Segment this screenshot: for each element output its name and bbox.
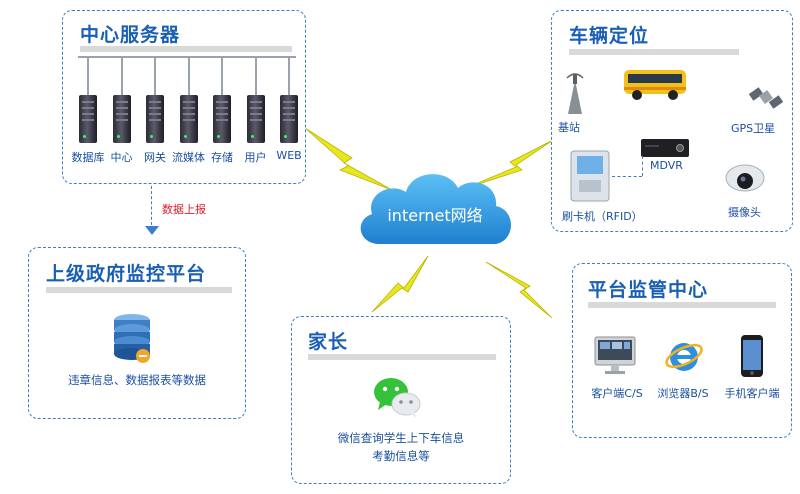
card-reader-icon <box>570 150 610 202</box>
mdvr-icon <box>641 139 689 157</box>
internet-cloud <box>360 174 511 244</box>
server-icon <box>246 95 265 143</box>
rack-post <box>288 57 290 95</box>
rack-post <box>120 57 123 95</box>
server-label: 中心 <box>110 151 133 164</box>
client-label: 浏览器B/S <box>657 387 709 400</box>
rack-post <box>221 57 223 95</box>
server-label: 存储 <box>211 151 233 164</box>
title-underline <box>80 46 292 52</box>
wechat-icon <box>374 378 421 418</box>
client-label: 客户端C/S <box>591 387 643 400</box>
rack-post <box>254 57 257 95</box>
client-label: 手机客户端 <box>724 387 780 400</box>
server-rack-rail <box>78 56 296 58</box>
title-underline <box>308 354 496 360</box>
rack-post <box>187 57 190 95</box>
server-label: WEB <box>276 149 302 162</box>
gps-label: GPS卫星 <box>731 122 776 135</box>
report-arrow-head <box>145 226 159 235</box>
vehicle-title: 车辆定位 <box>569 25 650 47</box>
desktop-monitor-icon <box>594 336 636 374</box>
school-bus-icon <box>624 70 686 100</box>
server-icon <box>280 95 298 143</box>
reader-link-line <box>642 156 643 176</box>
server-label: 网关 <box>144 151 166 164</box>
gov-platform-title: 上级政府监控平台 <box>46 263 207 285</box>
rack-post <box>87 57 89 95</box>
server-label: 用户 <box>244 151 267 164</box>
ie-browser-icon <box>665 343 703 371</box>
parent-desc-line2: 考勤信息等 <box>372 449 430 463</box>
server-label: 数据库 <box>71 151 105 164</box>
server-icon <box>146 95 164 143</box>
server-label: 流媒体 <box>172 151 205 164</box>
mobile-phone-icon <box>741 335 763 377</box>
satellite-icon <box>748 87 784 109</box>
server-icon <box>213 95 231 143</box>
parent-title: 家长 <box>308 331 349 353</box>
mdvr-label: MDVR <box>650 159 683 172</box>
platform-center-title: 平台监管中心 <box>588 279 709 301</box>
title-underline <box>588 302 776 308</box>
server-icon <box>79 95 97 143</box>
base-station-label: 基站 <box>558 121 580 134</box>
bolt-parent <box>371 255 429 313</box>
camera-icon <box>725 164 765 192</box>
title-underline <box>46 287 232 293</box>
bolt-platform-center <box>485 261 553 319</box>
server-icon <box>179 95 198 143</box>
title-underline <box>569 49 739 55</box>
server-icon <box>112 95 131 143</box>
base-station-icon <box>566 73 584 114</box>
report-label: 数据上报 <box>162 203 206 216</box>
gov-platform-panel <box>28 247 246 419</box>
report-arrow-line <box>151 186 152 230</box>
reader-link-line <box>612 176 642 177</box>
gov-platform-desc: 违章信息、数据报表等数据 <box>68 373 206 387</box>
card-reader-label: 刷卡机（RFID） <box>562 210 643 223</box>
cloud-label: internet网络 <box>387 206 483 225</box>
center-server-title: 中心服务器 <box>80 24 181 46</box>
parent-desc-line1: 微信查询学生上下车信息 <box>337 431 465 445</box>
camera-label: 摄像头 <box>728 206 761 219</box>
rack-post <box>154 57 156 95</box>
database-icon <box>114 314 150 363</box>
